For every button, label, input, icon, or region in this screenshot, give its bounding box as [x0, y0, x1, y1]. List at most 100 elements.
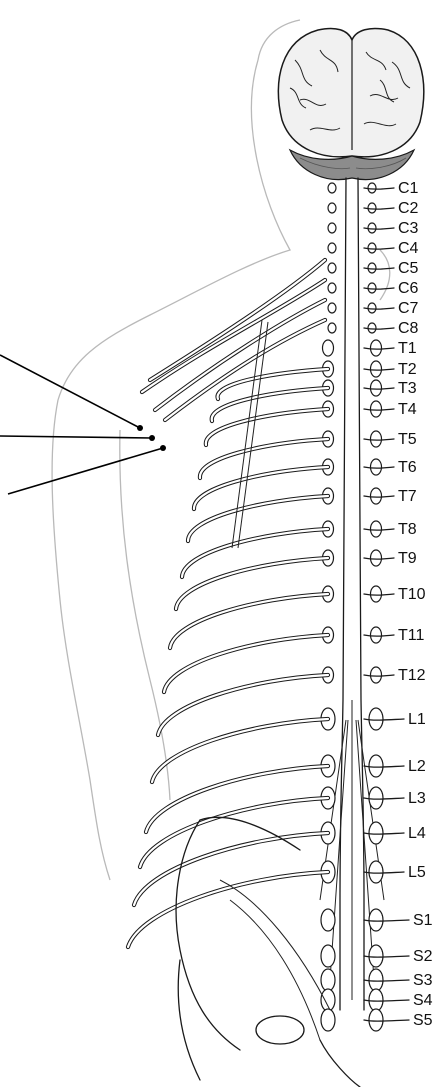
vertebra-l5-right: [369, 861, 383, 883]
brain: [278, 28, 423, 179]
vertebra-t5-right: [371, 431, 382, 447]
intercostal-nerve-l4: [134, 833, 328, 905]
vertebra-c1-left: [328, 183, 336, 193]
vertebra-t3-right: [371, 380, 382, 396]
label-t12: T12: [398, 667, 426, 684]
leader-line-1: [0, 355, 140, 428]
vertebra-s2-left: [321, 945, 335, 967]
vertebra-c4-left: [328, 243, 336, 253]
label-t6: T6: [398, 459, 417, 476]
label-s2: S2: [413, 948, 433, 965]
intercostal-nerve-t9: [176, 558, 328, 609]
vertebra-c6-right: [368, 283, 376, 293]
intercostal-nerve-t11: [164, 635, 328, 692]
nerve-root-c2-right: [364, 208, 394, 209]
vertebra-t1-left: [323, 340, 334, 356]
vertebra-s4-left: [321, 989, 335, 1011]
nerve-root-l4-right: [364, 833, 404, 834]
label-t5: T5: [398, 431, 417, 448]
label-s4: S4: [413, 992, 433, 1009]
vertebra-s5-left: [321, 1009, 335, 1031]
nerve-root-l5-right: [364, 872, 404, 873]
label-c3: C3: [398, 220, 419, 237]
vertebra-c6-left: [328, 283, 336, 293]
nerve-root-c6-right: [364, 288, 394, 289]
intercostal-nerve-t7: [188, 496, 328, 541]
vertebra-c3-right: [368, 223, 376, 233]
intercostal-nerve-t12: [158, 675, 328, 735]
label-s1: S1: [413, 912, 433, 929]
vertebra-s1-left: [321, 909, 335, 931]
vertebra-t12-right: [371, 667, 382, 683]
vertebra-s3-left: [321, 969, 335, 991]
vertebra-t9-right: [371, 550, 382, 566]
nerve-root-s2-right: [364, 956, 409, 957]
segment-labels: C1 C2 C3 C4 C5 C6 C7 C8 T1 T2 T3 T4 T5 T…: [398, 180, 433, 1029]
label-l4: L4: [408, 825, 426, 842]
nerve-root-s3-right: [364, 980, 409, 981]
intercostal-nerve-l5: [128, 872, 328, 947]
label-c2: C2: [398, 200, 419, 217]
leader-line-2: [0, 436, 152, 438]
vertebra-c3-left: [328, 223, 336, 233]
vertebra-c4-right: [368, 243, 376, 253]
nerve-root-s5-right: [364, 1020, 409, 1021]
label-c1: C1: [398, 180, 419, 197]
nerve-root-c5-right: [364, 268, 394, 269]
vertebra-t4-right: [371, 401, 382, 417]
nerve-root-c3-right: [364, 228, 394, 229]
leader-dot-1: [137, 425, 143, 431]
label-c5: C5: [398, 260, 419, 277]
nerve-root-c4-right: [364, 248, 394, 249]
label-l2: L2: [408, 758, 426, 775]
label-t2: T2: [398, 361, 417, 378]
label-t4: T4: [398, 401, 417, 418]
leader-dot-3: [160, 445, 166, 451]
vertebra-l4-right: [369, 822, 383, 844]
label-l5: L5: [408, 864, 426, 881]
nerve-root-l1-right: [364, 719, 404, 720]
vertebra-c7-left: [328, 303, 336, 313]
vertebra-c1-right: [368, 183, 376, 193]
vertebra-l3-right: [369, 787, 383, 809]
intercostal-nerve-t12: [158, 675, 328, 735]
vertebra-s3-right: [369, 969, 383, 991]
vertebra-s1-right: [369, 909, 383, 931]
intercostal-nerve-l1: [152, 719, 328, 782]
vertebra-t11-right: [371, 627, 382, 643]
label-s5: S5: [413, 1012, 433, 1029]
intercostal-nerve-t11: [164, 635, 328, 692]
label-c4: C4: [398, 240, 419, 257]
label-t10: T10: [398, 586, 426, 603]
vertebra-c2-right: [368, 203, 376, 213]
vertebra-c5-right: [368, 263, 376, 273]
label-c7: C7: [398, 300, 419, 317]
intercostal-nerve-t8: [182, 529, 328, 577]
label-t7: T7: [398, 488, 417, 505]
vertebra-c7-right: [368, 303, 376, 313]
vertebra-t8-right: [371, 521, 382, 537]
vertebra-c8-left: [328, 323, 336, 333]
vertebra-t1-right: [371, 340, 382, 356]
intercostal-nerve-l4: [134, 833, 328, 905]
leader-lines: [0, 355, 166, 494]
leader-line-3: [8, 448, 163, 494]
vertebra-c8-right: [368, 323, 376, 333]
nerve-root-c8-right: [364, 328, 394, 329]
intercostal-nerve-l5: [128, 872, 328, 947]
label-t9: T9: [398, 550, 417, 567]
label-t1: T1: [398, 340, 417, 357]
intercostal-nerve-t10: [170, 594, 328, 648]
nerve-root-l2-right: [364, 766, 404, 767]
vertebra-l1-right: [369, 708, 383, 730]
intercostal-nerve-t9: [176, 558, 328, 609]
vertebra-s5-right: [369, 1009, 383, 1031]
nerve-root-c1-right: [364, 188, 394, 189]
vertebra-t10-right: [371, 586, 382, 602]
label-l3: L3: [408, 790, 426, 807]
leader-dot-2: [149, 435, 155, 441]
nerve-root-c7-right: [364, 308, 394, 309]
vertebra-t2-right: [371, 361, 382, 377]
label-l1: L1: [408, 711, 426, 728]
